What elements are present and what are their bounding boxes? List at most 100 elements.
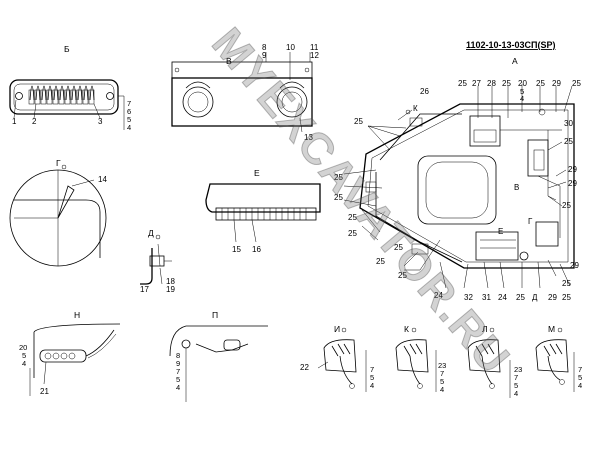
- view-label-g-ref: Г: [528, 217, 533, 226]
- callout-d-17: 17: [140, 285, 149, 294]
- view-label-v-ref: В: [514, 183, 519, 192]
- callout-p-5: 5: [176, 375, 180, 384]
- callout-p-9: 9: [176, 359, 180, 368]
- view-label-e: Е: [254, 168, 260, 178]
- callout-b-6: 6: [127, 107, 131, 116]
- view-label-e-ref: Е: [498, 227, 503, 236]
- callout-i-5: 5: [370, 373, 374, 382]
- callout-a-25n: 25: [398, 271, 407, 280]
- callout-a-28: 28: [487, 79, 496, 88]
- callout-m-7: 7: [578, 365, 582, 374]
- callout-a-30: 30: [564, 119, 573, 128]
- callout-v-11: 11: [310, 43, 319, 52]
- view-label-p: П: [212, 310, 218, 320]
- callout-a-25l: 25: [394, 243, 403, 252]
- view-m: М 7 5 4: [535, 324, 582, 392]
- callout-a-25g: 25: [334, 173, 343, 182]
- view-k: К 23 7 5 4: [395, 324, 446, 394]
- callout-a-25b: 25: [502, 79, 511, 88]
- callout-a-25q: 25: [562, 293, 571, 302]
- callout-a-20: 20: [518, 79, 527, 88]
- watermark: MYEXCAVATOR.RU: [202, 19, 519, 384]
- callout-b-1: 1: [12, 117, 17, 126]
- drawing-title: 1102-10-13-03СП(SP): [466, 40, 556, 50]
- callout-a-29e: 29: [548, 293, 557, 302]
- callout-b-3: 3: [98, 117, 103, 126]
- callout-n-5: 5: [22, 351, 26, 360]
- view-b: Б 1 2 3 7 6 5 4: [9, 44, 131, 132]
- view-l: Л 23 7 5 4: [467, 324, 522, 398]
- view-label-b: Б: [64, 44, 70, 54]
- callout-k-7: 7: [440, 369, 444, 378]
- view-e: Е 15 16: [205, 168, 321, 254]
- callout-a-29c: 29: [568, 179, 577, 188]
- callout-a-25i: 25: [562, 201, 571, 210]
- callout-a-5: 5: [520, 87, 524, 96]
- callout-l-5: 5: [514, 381, 518, 390]
- callout-a-25f: 25: [564, 137, 573, 146]
- callout-a-25j: 25: [348, 213, 357, 222]
- callout-v-12: 12: [310, 51, 319, 60]
- view-label-k-ref: К: [413, 104, 418, 113]
- callout-a-29a: 29: [552, 79, 561, 88]
- callout-a-25c: 25: [536, 79, 545, 88]
- callout-b-5: 5: [127, 115, 131, 124]
- callout-a-24a: 24: [434, 291, 443, 300]
- view-label-g: Г: [56, 158, 61, 168]
- callout-b-4: 4: [127, 123, 131, 132]
- callout-a-25e: 25: [354, 117, 363, 126]
- callout-a-25m: 25: [376, 257, 385, 266]
- view-i: И 22 7 5 4: [300, 324, 374, 392]
- callout-d-18: 18: [166, 277, 175, 286]
- callout-p-8: 8: [176, 351, 180, 360]
- callout-a-25k: 25: [348, 229, 357, 238]
- view-label-m: М: [548, 324, 555, 334]
- view-d: Д 18 19 17: [140, 228, 175, 294]
- view-n: Н 20 5 4 21: [19, 310, 121, 396]
- callout-p-4: 4: [176, 383, 180, 392]
- callout-v-10: 10: [286, 43, 295, 52]
- callout-a-29b: 29: [568, 165, 577, 174]
- callout-v-13: 13: [304, 133, 313, 142]
- callout-i-7: 7: [370, 365, 374, 374]
- callout-v-8: 8: [262, 43, 267, 52]
- callout-k-4: 4: [440, 385, 444, 394]
- view-a-cab-plan: А К В Г Е Д: [334, 56, 581, 302]
- view-label-a: А: [512, 56, 518, 66]
- callout-a-32: 32: [464, 293, 473, 302]
- callout-a-25p: 25: [562, 279, 571, 288]
- callout-l-4: 4: [514, 389, 518, 398]
- view-label-d: Д: [148, 228, 154, 238]
- view-label-d-ref: Д: [532, 293, 538, 302]
- callout-l-7: 7: [514, 373, 518, 382]
- view-label-n: Н: [74, 310, 80, 320]
- callout-a-25o: 25: [516, 293, 525, 302]
- callout-n-21: 21: [40, 387, 49, 396]
- callout-p-7: 7: [176, 367, 180, 376]
- callout-g-14: 14: [98, 175, 107, 184]
- view-p: П 8 9 7 5 4: [169, 310, 268, 402]
- callout-k-5: 5: [440, 377, 444, 386]
- callout-a-25a: 25: [458, 79, 467, 88]
- view-label-l: Л: [482, 324, 488, 334]
- callout-m-5: 5: [578, 373, 582, 382]
- callout-a-25h: 25: [334, 193, 343, 202]
- callout-b-7: 7: [127, 99, 131, 108]
- callout-l-23: 23: [514, 365, 522, 374]
- callout-a-26: 26: [420, 87, 429, 96]
- callout-a-27: 27: [472, 79, 481, 88]
- callout-m-4: 4: [578, 381, 582, 390]
- callout-n-4: 4: [22, 359, 26, 368]
- callout-n-20: 20: [19, 343, 27, 352]
- callout-a-4: 4: [520, 94, 524, 103]
- view-label-i: И: [334, 324, 340, 334]
- callout-i-4: 4: [370, 381, 374, 390]
- view-v: В 8 9 10 11 12 13: [171, 43, 319, 142]
- callout-d-19: 19: [166, 285, 175, 294]
- callout-v-9: 9: [262, 51, 267, 60]
- callout-a-29d: 29: [570, 261, 579, 270]
- view-label-v: В: [226, 56, 232, 66]
- view-g: Г 14: [9, 158, 107, 267]
